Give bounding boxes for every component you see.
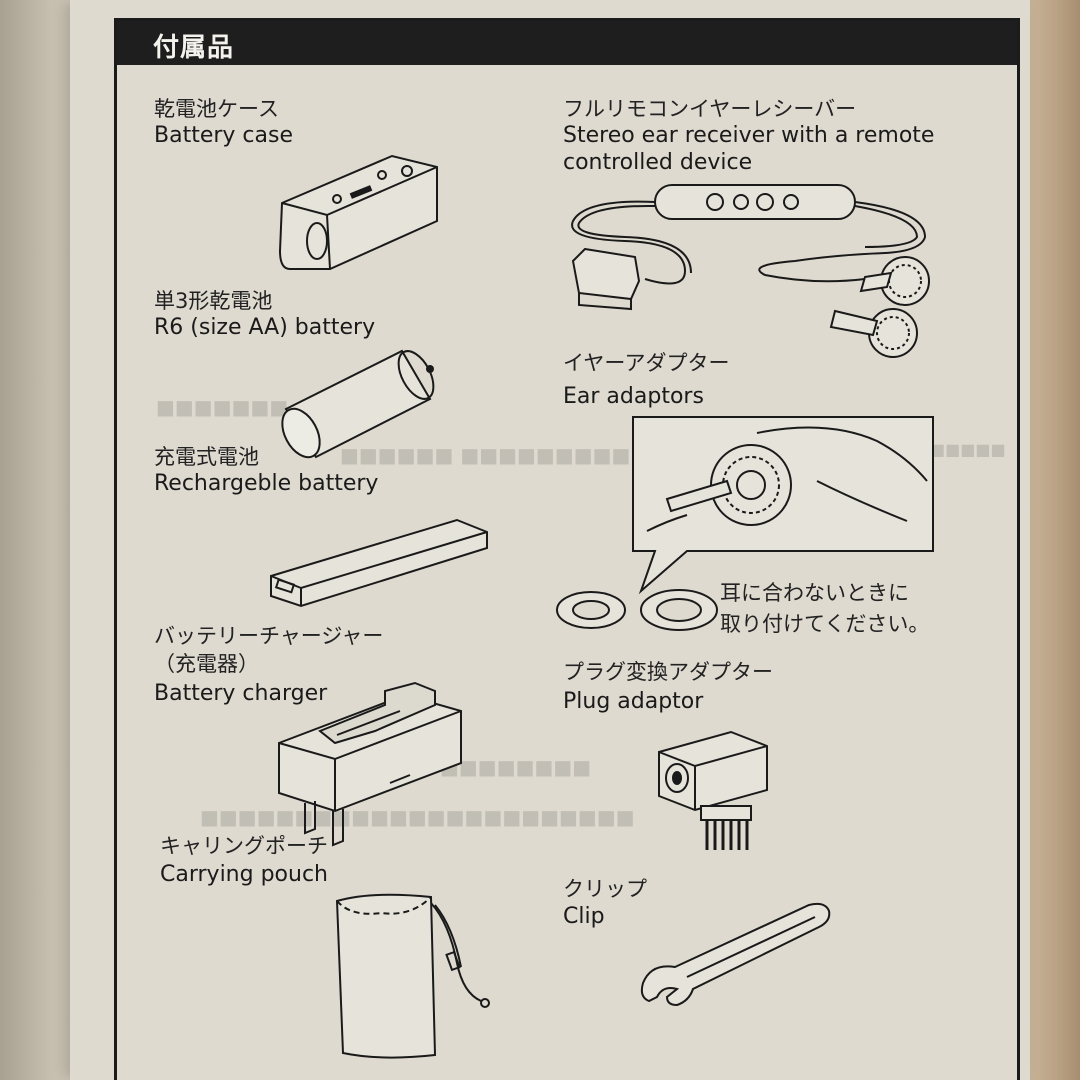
clip-label-en: Clip <box>563 904 605 929</box>
aa-battery-label-jp: 単3形乾電池 <box>154 289 273 313</box>
rechargeable-label-en: Rechargeble battery <box>154 471 379 496</box>
ear-adaptors-note-line2: 取り付けてください。 <box>720 612 930 636</box>
bleed-through-text: ■■■■■■■ <box>156 395 289 419</box>
ear-receiver-label-en: Stereo ear receiver with a remote <box>563 123 935 148</box>
aa-battery-label-en: R6 (size AA) battery <box>154 315 376 340</box>
battery-case-label-jp: 乾電池ケース <box>154 97 279 121</box>
plug-adaptor-label-en: Plug adaptor <box>563 689 704 714</box>
charger-label-jp2: （充電器） <box>154 652 259 676</box>
carrying-pouch-illustration <box>331 883 501 1063</box>
aa-battery-illustration <box>272 339 442 464</box>
ear-adaptor-rings-illustration <box>555 586 725 636</box>
pouch-label-jp: キャリングポーチ <box>160 834 328 858</box>
section-header: 付属品 <box>117 21 1017 65</box>
battery-charger-illustration <box>275 683 465 853</box>
battery-case-illustration <box>272 151 452 281</box>
clip-label-jp: クリップ <box>563 877 647 901</box>
pouch-label-en: Carrying pouch <box>160 862 328 887</box>
bleed-through-text: ■■■■■ <box>930 440 1006 459</box>
charger-label-jp: バッテリーチャージャー <box>154 624 384 648</box>
accessories-panel: 付属品 乾電池ケース Battery case 単3形乾電池 R6 (size … <box>114 18 1020 1080</box>
page-edge <box>1026 0 1080 1080</box>
section-title: 付属品 <box>153 33 235 63</box>
bleed-through-text: ■■■■■■■■ <box>440 755 592 779</box>
bleed-through-text: ■■■■■■■■■■■■■■■■■■■■■■■ <box>200 805 635 829</box>
ear-adaptors-label-jp: イヤーアダプター <box>563 351 730 375</box>
ear-receiver-label-en2: controlled device <box>563 150 753 175</box>
plug-adaptor-label-jp: プラグ変換アダプター <box>563 660 773 684</box>
ear-receiver-label-jp: フルリモコンイヤーレシーバー <box>563 97 857 121</box>
clip-illustration <box>633 901 833 1021</box>
ear-adaptors-label-en: Ear adaptors <box>563 384 704 409</box>
ear-adaptor-callout-illustration <box>627 411 947 601</box>
battery-case-label-en: Battery case <box>154 123 293 148</box>
charger-label-en: Battery charger <box>154 681 328 706</box>
plug-adaptor-illustration <box>655 726 775 850</box>
rechargeable-battery-illustration <box>267 516 497 646</box>
ear-receiver-illustration <box>565 181 955 351</box>
ear-adaptors-note-line1: 耳に合わないときに <box>720 581 909 605</box>
rechargeable-label-jp: 充電式電池 <box>154 445 259 469</box>
